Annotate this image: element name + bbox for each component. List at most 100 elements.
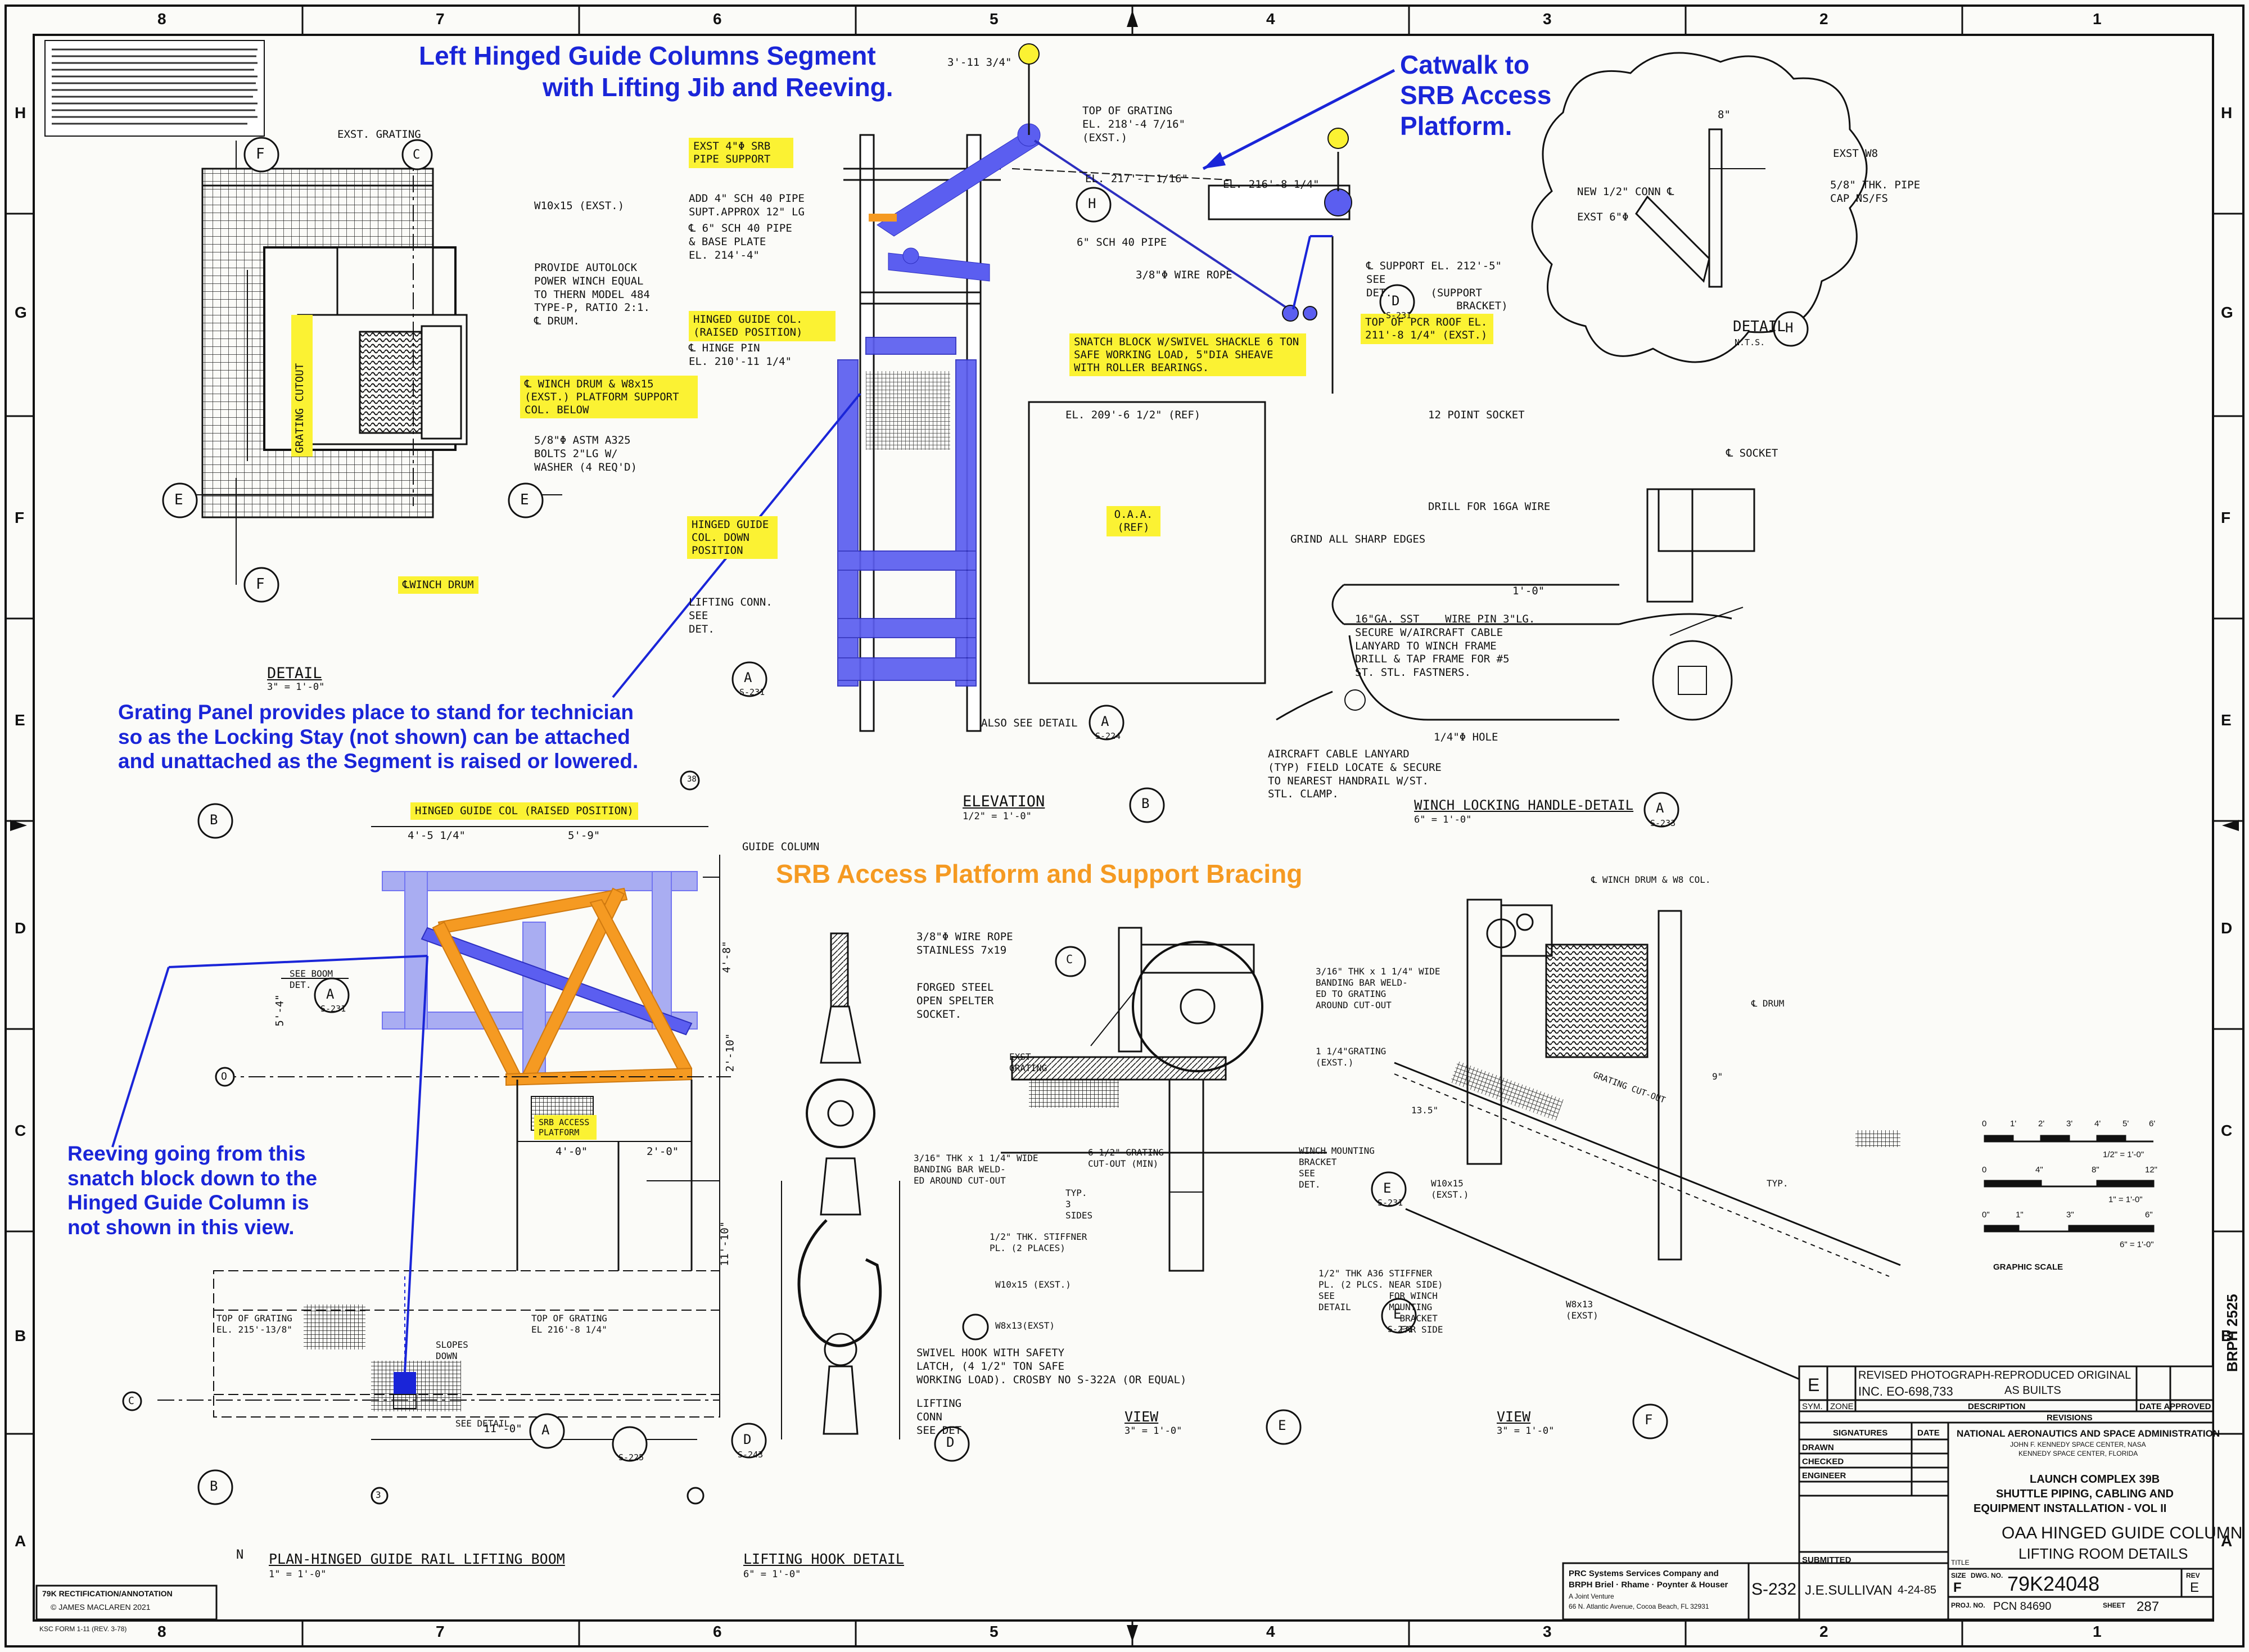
- note-nts: N.T.S.: [1735, 337, 1765, 347]
- tb-shuttle: SHUTTLE PIPING, CABLING AND: [1996, 1488, 2174, 1500]
- zone-top-6: 6: [713, 10, 722, 28]
- note-sch40-pipe: 6" SCH 40 PIPE: [1077, 236, 1167, 249]
- annotation-reeving-line-3: Hinged Guide Column is: [67, 1191, 309, 1215]
- scale-r2-0: 0: [1982, 1165, 1987, 1175]
- callout-s243: S-243: [738, 1450, 764, 1460]
- note-w10x15-2: W10x15 (EXST.): [995, 1279, 1071, 1290]
- title-plan-boom: PLAN-HINGED GUIDE RAIL LIFTING BOOM: [269, 1551, 565, 1567]
- callout-h-detail: H: [1785, 320, 1794, 336]
- callout-e-view: E: [1278, 1418, 1286, 1433]
- scale-graphic-title: GRAPHIC SCALE: [1993, 1262, 2063, 1272]
- annotation-left-hinged-title-2: with Lifting Jib and Reeving.: [543, 73, 893, 102]
- tb-title-label: TITLE: [1951, 1559, 1970, 1567]
- note-banding: 3/16" THK x 1 1/4" WIDE BANDING BAR WELD…: [914, 1153, 1038, 1186]
- view-e-winch: [1001, 927, 1327, 1272]
- callout-a-detail: A: [744, 670, 752, 685]
- note-dim-9: 9": [1712, 1071, 1723, 1082]
- annotation-grating-line-3: and unattached as the Segment is raised …: [118, 750, 639, 773]
- note-dim-5-4: 5'-4": [273, 994, 286, 1027]
- callout-s233: S-233: [1650, 818, 1676, 828]
- note-add-pipe: ADD 4" SCH 40 PIPE SUPT.APPROX 12" LG: [689, 192, 805, 218]
- note-exst-w8: EXST W8: [1833, 147, 1878, 160]
- note-top-grating-3: TOP OF GRATING EL 216'-8 1/4": [531, 1313, 607, 1335]
- tb-signatures: SIGNATURES: [1833, 1428, 1888, 1438]
- scale-r2-2: 8": [2092, 1165, 2099, 1175]
- callout-b-elevation: B: [1141, 796, 1150, 811]
- tb-s232: S-232: [1751, 1580, 1797, 1599]
- callout-c-hook: C: [1066, 953, 1073, 966]
- callout-s231-a: S-231: [739, 687, 765, 697]
- title-block-frame: [35, 1365, 2214, 1621]
- zone-right-c: C: [2221, 1122, 2233, 1139]
- note-drill: DRILL FOR 16GA WIRE: [1428, 500, 1551, 513]
- callout-e-stiff: E: [1393, 1306, 1402, 1322]
- tb-zone: ZONE: [1830, 1402, 1854, 1411]
- highlight-winch-drum-col: ℄ WINCH DRUM & W8x15 (EXST.) PLATFORM SU…: [520, 376, 698, 419]
- sheet-border: [4, 4, 2245, 1648]
- scale-r1-label: 1/2" = 1'-0": [2103, 1150, 2144, 1159]
- tb-dwg-val: 79K24048: [2007, 1572, 2100, 1595]
- zone-right-b: B: [2221, 1327, 2233, 1344]
- note-detail-h: DETAIL: [1733, 318, 1786, 335]
- note-grating-exst: 1 1/4"GRATING (EXST.): [1316, 1046, 1387, 1068]
- title-hook-scale: 6" = 1'-0": [743, 1569, 801, 1580]
- title-detail-a-scale: 3" = 1'-0": [267, 681, 325, 693]
- zone-right-g: G: [2221, 304, 2233, 321]
- note-stiffener-2: 1/2" THK A36 STIFFNER PL. (2 PLCS. NEAR …: [1318, 1268, 1443, 1335]
- note-lifting-conn: LIFTING CONN. SEE DET.: [689, 596, 773, 635]
- tb-rev-letter: E: [1808, 1375, 1820, 1395]
- annotation-reeving-line-1: Reeving going from this: [67, 1142, 306, 1165]
- zone-bottom-4: 4: [1266, 1623, 1275, 1640]
- note-grating-cut: 6 1/2" GRATING CUT-OUT (MIN): [1088, 1147, 1164, 1169]
- tb-oaa: OAA HINGED GUIDE COLUMN: [2002, 1524, 2243, 1542]
- annotation-catwalk-line-1: Catwalk to: [1400, 50, 1530, 79]
- scale-r3-1: 1": [2016, 1210, 2024, 1220]
- callout-e-mount: E: [1383, 1180, 1392, 1196]
- callout-e-left: E: [174, 491, 183, 508]
- tb-joint: A Joint Venture: [1569, 1592, 1614, 1600]
- note-grind: GRIND ALL SHARP EDGES: [1290, 533, 1426, 545]
- zone-top-3: 3: [1543, 10, 1552, 28]
- title-elevation-text: ELEVATION: [963, 793, 1045, 810]
- detail-h-cloud: [1531, 52, 1868, 363]
- callout-f-view: F: [1645, 1412, 1653, 1428]
- zone-bottom-6: 6: [713, 1623, 722, 1640]
- note-lanyard: AIRCRAFT CABLE LANYARD (TYP) FIELD LOCAT…: [1268, 748, 1442, 801]
- scale-r3-0: 0": [1982, 1210, 1990, 1220]
- zone-right-h: H: [2221, 104, 2233, 121]
- winch-locking-handle: [1276, 488, 1755, 721]
- tb-size: SIZE: [1951, 1572, 1966, 1579]
- highlight-hinged-raised: HINGED GUIDE COL. (RAISED POSITION): [689, 311, 836, 341]
- note-dim-11-10: 11'-10": [719, 1221, 731, 1266]
- tb-date: DATE: [1917, 1428, 1940, 1438]
- callout-b-bottom-left: B: [210, 1478, 218, 1494]
- note-socket-12: 12 POINT SOCKET: [1428, 409, 1525, 421]
- tb-engineer: ENGINEER: [1802, 1471, 1846, 1481]
- annotation-catwalk: Catwalk to SRB Access Platform.: [1400, 49, 1551, 141]
- tb-drawn: DRAWN: [1802, 1443, 1834, 1452]
- note-dim-4-0: 4'-0": [556, 1145, 588, 1158]
- tb-sheet-val: 287: [2137, 1599, 2160, 1614]
- callout-s231-e: S-231: [1378, 1198, 1403, 1208]
- note-dim-2-0: 2'-0": [647, 1145, 679, 1158]
- scale-r2-1: 4": [2035, 1165, 2043, 1175]
- tb-brph: BRPH Briel · Rhame · Poynter & Houser: [1569, 1580, 1728, 1590]
- title-hook-detail: LIFTING HOOK DETAIL: [743, 1551, 904, 1567]
- note-top-grating: TOP OF GRATING EL. 218'-4 7/16" (EXST.): [1082, 105, 1186, 144]
- note-forged: FORGED STEEL OPEN SPELTER SOCKET.: [916, 981, 994, 1021]
- note-dim-13-5: 13.5": [1411, 1105, 1439, 1116]
- note-top-grating-2: TOP OF GRATING EL. 215'-13/8": [216, 1313, 292, 1335]
- zone-bottom-8: 8: [157, 1623, 166, 1640]
- highlight-winch-drum: ℄WINCH DRUM: [398, 576, 478, 594]
- note-hole: 1/4"Φ HOLE: [1434, 731, 1498, 743]
- note-e-drum: ℄ DRUM: [1751, 998, 1785, 1009]
- tb-lifting-room: LIFTING ROOM DETAILS: [2018, 1545, 2188, 1562]
- annotation-left-hinged-title: Left Hinged Guide Columns Segment: [419, 41, 876, 70]
- highlight-exst-pipe: EXST 4"Φ SRB PIPE SUPPORT: [689, 138, 793, 168]
- scale-r2-3: 12": [2145, 1165, 2158, 1175]
- title-winch-handle-text: WINCH LOCKING HANDLE-DETAIL: [1414, 797, 1634, 813]
- view-f-winch: [1394, 899, 1901, 1390]
- highlight-hinged-down: HINGED GUIDE COL. DOWN POSITION: [687, 516, 778, 559]
- callout-a-boom: A: [326, 986, 335, 1002]
- tb-prc: PRC Systems Services Company and: [1569, 1569, 1719, 1578]
